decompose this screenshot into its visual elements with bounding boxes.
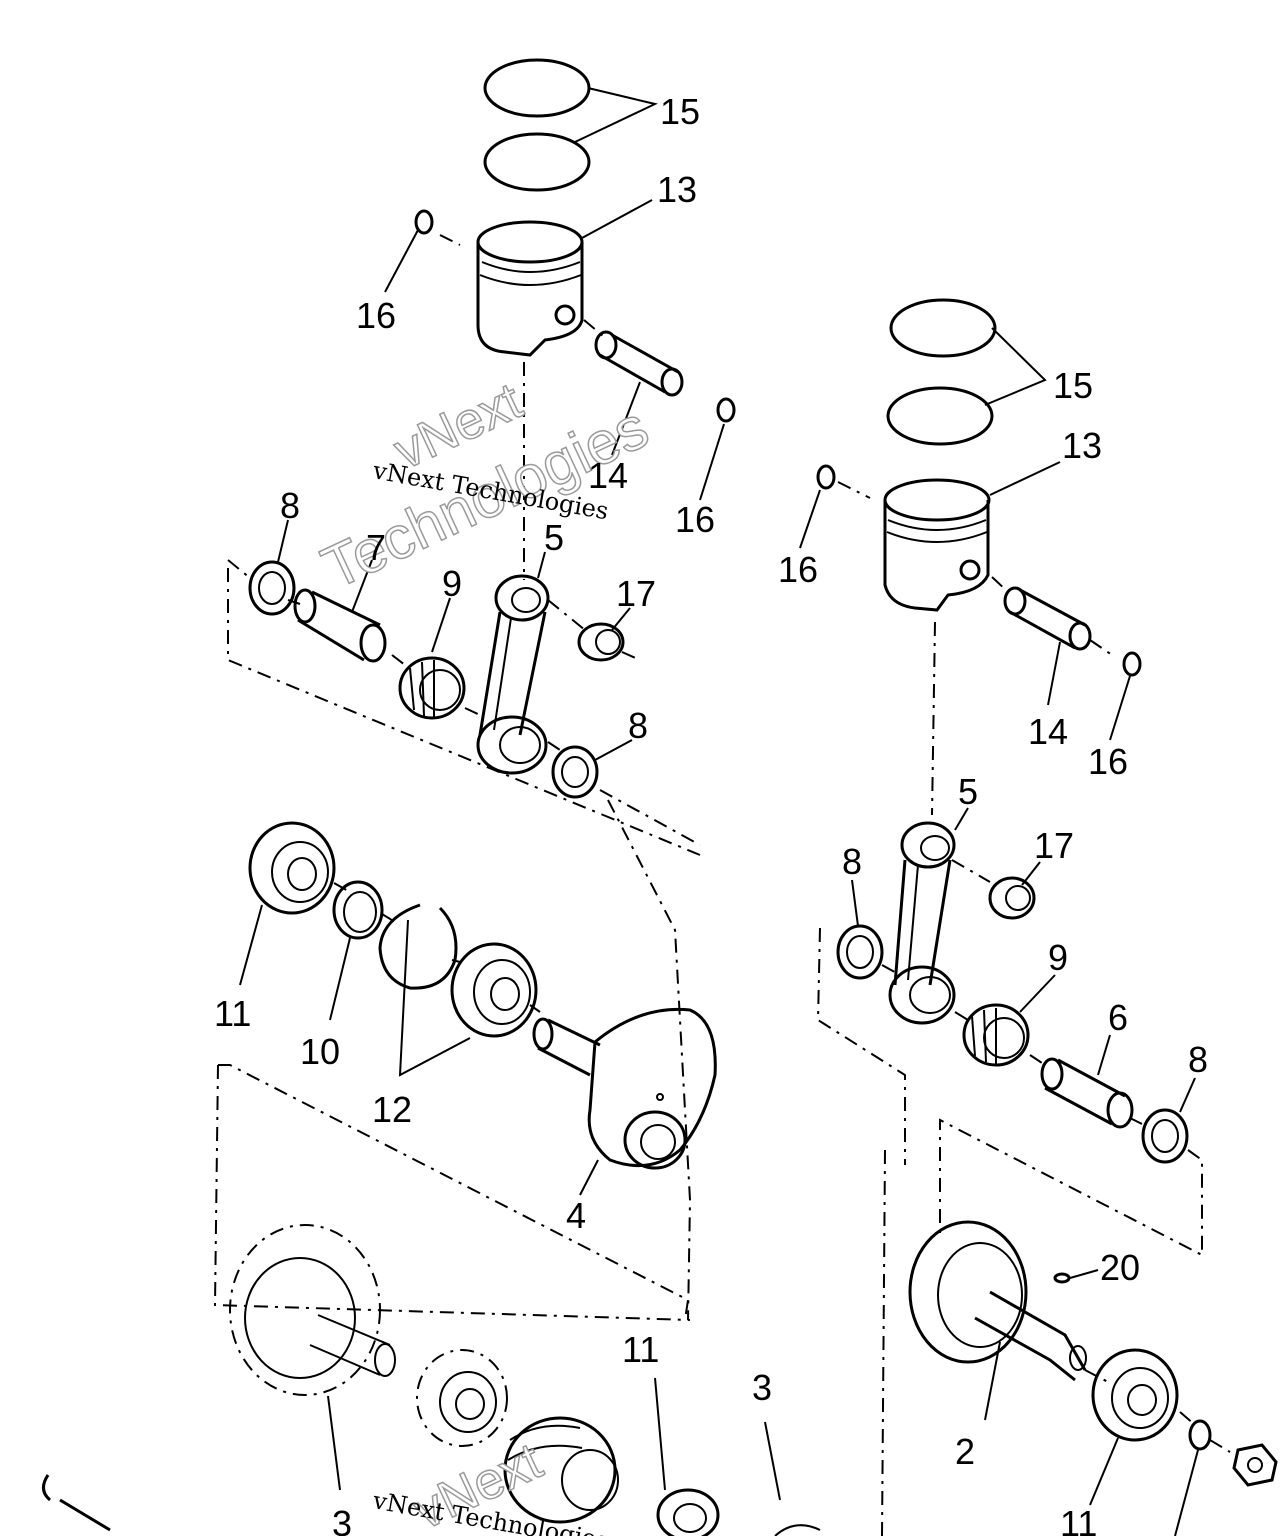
piston-left bbox=[476, 220, 584, 357]
crank-half-4 bbox=[532, 1007, 717, 1170]
label-10: 10 bbox=[300, 1031, 340, 1072]
crank-pin-6 bbox=[1040, 1057, 1134, 1129]
clip-left-a bbox=[414, 209, 434, 235]
washer-right-lower bbox=[1188, 1419, 1212, 1451]
guide-right-d bbox=[1084, 1369, 1231, 1453]
clip-right-b bbox=[1122, 651, 1142, 677]
ball-bearing-11-lower bbox=[656, 1488, 720, 1536]
label-3-left: 3 bbox=[332, 1503, 352, 1536]
clip-left-b bbox=[716, 397, 736, 423]
needle-bearing-17-right bbox=[988, 876, 1036, 920]
label-16-right-a: 16 bbox=[778, 549, 818, 590]
label-8-right-a: 8 bbox=[842, 841, 862, 882]
piston-right bbox=[883, 478, 991, 612]
label-7: 7 bbox=[366, 527, 386, 568]
label-6: 6 bbox=[1108, 997, 1128, 1038]
label-11-upper: 11 bbox=[214, 993, 251, 1034]
watermark-lower: vNext vNext Technologies bbox=[370, 1431, 611, 1536]
connecting-rod-left bbox=[476, 574, 550, 775]
nut-right-lower bbox=[1232, 1443, 1278, 1487]
label-17-left: 17 bbox=[616, 573, 656, 614]
label-12: 12 bbox=[372, 1089, 412, 1130]
piston-rings-left bbox=[483, 58, 591, 192]
ball-bearing-11-upper bbox=[248, 821, 336, 915]
ball-bearing-lower-left bbox=[416, 1349, 508, 1447]
label-11-lower: 11 bbox=[622, 1329, 659, 1370]
label-8-left-a: 8 bbox=[280, 485, 300, 526]
label-14-right: 14 bbox=[1028, 711, 1068, 752]
washer-8-left-b bbox=[551, 745, 599, 799]
needle-bearing-17-left bbox=[577, 622, 625, 662]
label-4: 4 bbox=[566, 1195, 586, 1236]
guide-right-b bbox=[816, 859, 1203, 1257]
seal-lower-left bbox=[503, 1416, 619, 1524]
label-15-right: 15 bbox=[1053, 365, 1093, 406]
label-5-right: 5 bbox=[958, 771, 978, 812]
crank-half-2 bbox=[908, 1220, 1087, 1382]
needle-bearing-9-right bbox=[962, 1003, 1030, 1067]
washer-8-right-b bbox=[1141, 1108, 1189, 1164]
axis-right-vertical bbox=[931, 621, 936, 816]
crank-half-3-left bbox=[229, 1224, 396, 1396]
guide-left-c bbox=[547, 599, 641, 661]
label-13-left: 13 bbox=[657, 169, 697, 210]
guide-right-c bbox=[881, 1149, 886, 1536]
piston-rings-right bbox=[886, 298, 997, 446]
label-9-right: 9 bbox=[1048, 937, 1068, 978]
crank-pin-7 bbox=[293, 588, 387, 663]
washer-8-right-a bbox=[836, 924, 884, 980]
label-16-left-b: 16 bbox=[675, 499, 715, 540]
connecting-rod-right bbox=[888, 821, 956, 1025]
label-16-right-b: 16 bbox=[1088, 741, 1128, 782]
label-11-right: 11 bbox=[1060, 1503, 1097, 1536]
label-16-left-a: 16 bbox=[356, 295, 396, 336]
partial-part-lower-left bbox=[42, 1474, 111, 1532]
label-2: 2 bbox=[955, 1431, 975, 1472]
part-labels: 15 13 16 14 16 8 7 9 5 17 8 11 10 12 4 3… bbox=[214, 91, 1208, 1536]
key-20 bbox=[1053, 1272, 1071, 1284]
label-15-left: 15 bbox=[660, 91, 700, 132]
guide-left-b bbox=[227, 559, 701, 846]
callout-lines bbox=[239, 87, 1199, 1536]
ring-12 bbox=[378, 903, 458, 990]
piston-pin-right bbox=[1003, 586, 1092, 651]
clip-right-a bbox=[816, 464, 836, 490]
bearing-12 bbox=[450, 942, 538, 1038]
label-9-left: 9 bbox=[442, 563, 462, 604]
guide-left-f bbox=[607, 799, 692, 1321]
label-8-left-b: 8 bbox=[628, 705, 648, 746]
watermark-upper: vNext Technologies vNext Technologies bbox=[311, 371, 658, 602]
ring-10 bbox=[332, 880, 384, 940]
guide-left-e bbox=[333, 882, 541, 1013]
label-5-left: 5 bbox=[544, 517, 564, 558]
guide-right-a bbox=[837, 481, 1116, 658]
needle-bearing-9-left bbox=[398, 656, 466, 720]
label-14-left: 14 bbox=[588, 455, 628, 496]
guide-left-g bbox=[213, 1064, 691, 1321]
label-8-right-b: 8 bbox=[1188, 1039, 1208, 1080]
label-3-center: 3 bbox=[752, 1367, 772, 1408]
washer-8-left-a bbox=[248, 560, 296, 616]
piston-pin-left bbox=[594, 330, 684, 397]
partial-part-center bbox=[774, 1524, 821, 1536]
guide-left-d bbox=[439, 234, 604, 337]
label-17-right: 17 bbox=[1034, 825, 1074, 866]
ball-bearing-11-right bbox=[1091, 1348, 1179, 1442]
label-20: 20 bbox=[1100, 1247, 1140, 1288]
label-13-right: 13 bbox=[1062, 425, 1102, 466]
